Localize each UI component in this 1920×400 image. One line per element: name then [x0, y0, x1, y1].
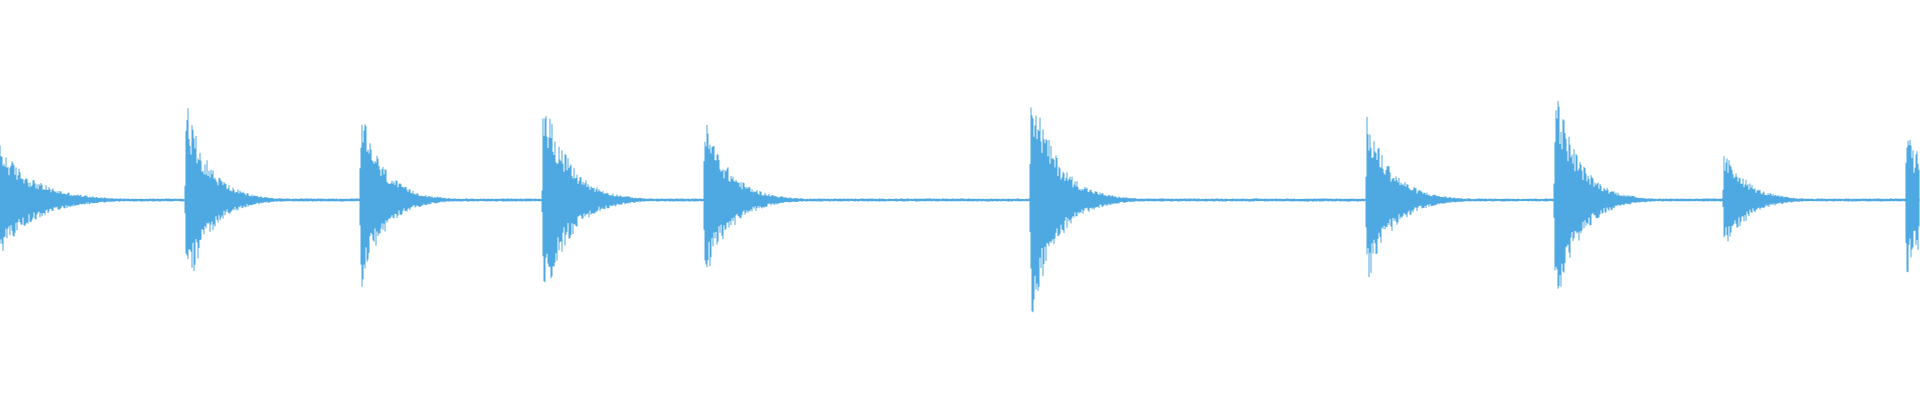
- waveform-trace: [0, 100, 1920, 313]
